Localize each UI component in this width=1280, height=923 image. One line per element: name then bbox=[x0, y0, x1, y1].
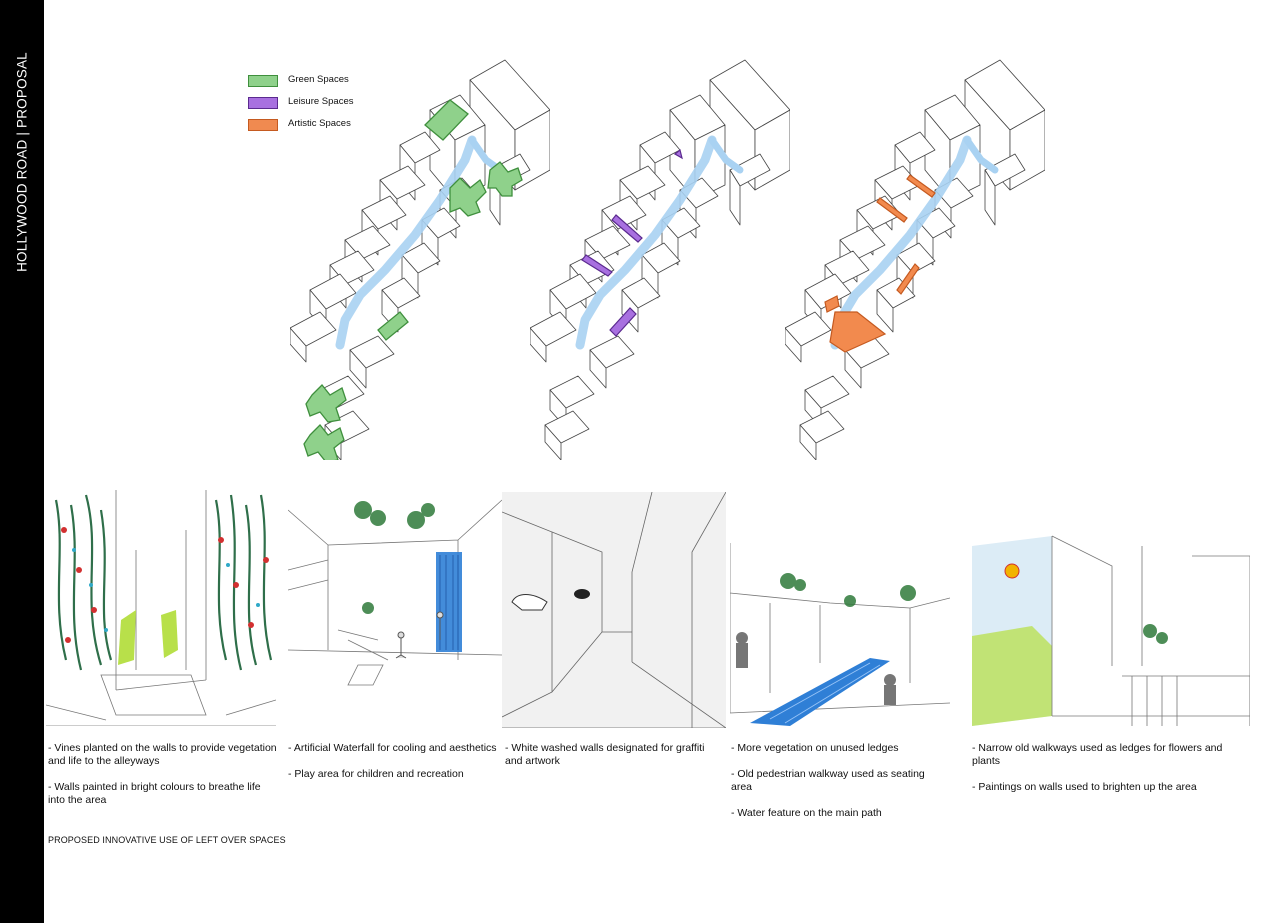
legend-swatch-artistic bbox=[248, 119, 278, 131]
diagram-leisure-svg bbox=[529, 59, 791, 461]
caption-vines-line-1: - Vines planted on the walls to provide … bbox=[48, 742, 277, 767]
legend-label-green: Green Spaces bbox=[288, 74, 349, 85]
caption-walkways-line-2: - Paintings on walls used to brighten up… bbox=[972, 781, 1197, 793]
axonometric-diagram-green bbox=[289, 50, 551, 463]
side-strip: HOLLYWOOD ROAD | PROPOSAL bbox=[0, 0, 44, 923]
sketch-graffiti-svg bbox=[502, 492, 726, 728]
legend-item-artistic: Artistic Spaces bbox=[248, 118, 388, 132]
diagram-green-svg bbox=[289, 59, 551, 463]
axonometric-diagram-leisure bbox=[529, 50, 791, 461]
sketch-waterfall-svg bbox=[288, 490, 502, 726]
footer-note: PROPOSED INNOVATIVE USE OF LEFT OVER SPA… bbox=[48, 835, 286, 845]
caption-vines: - Vines planted on the walls to provide … bbox=[48, 742, 278, 820]
caption-graffiti-line-1: - White washed walls designated for graf… bbox=[505, 742, 705, 767]
legend-swatch-green bbox=[248, 75, 278, 87]
sketch-vines bbox=[46, 490, 276, 726]
diagram-artistic-svg bbox=[784, 59, 1046, 461]
side-title: HOLLYWOOD ROAD | PROPOSAL bbox=[14, 52, 30, 272]
sketch-walkways-svg bbox=[972, 526, 1250, 726]
caption-vines-line-2: - Walls painted in bright colours to bre… bbox=[48, 781, 261, 806]
caption-graffiti: - White washed walls designated for graf… bbox=[505, 742, 720, 781]
sketch-water-feature bbox=[730, 543, 950, 726]
caption-waterfall: - Artificial Waterfall for cooling and a… bbox=[288, 742, 518, 794]
legend-item-green: Green Spaces bbox=[248, 74, 388, 88]
caption-walkways-line-1: - Narrow old walkways used as ledges for… bbox=[972, 742, 1223, 767]
legend-item-leisure: Leisure Spaces bbox=[248, 96, 388, 110]
caption-water-line-1: - More vegetation on unused ledges bbox=[731, 742, 899, 754]
legend-label-leisure: Leisure Spaces bbox=[288, 96, 354, 107]
caption-water-line-3: - Water feature on the main path bbox=[731, 807, 882, 819]
axonometric-diagram-artistic bbox=[784, 50, 1046, 461]
caption-water-feature: - More vegetation on unused ledges - Old… bbox=[731, 742, 946, 833]
caption-waterfall-line-2: - Play area for children and recreation bbox=[288, 768, 464, 780]
caption-waterfall-line-1: - Artificial Waterfall for cooling and a… bbox=[288, 742, 497, 754]
sketch-walkways bbox=[972, 526, 1250, 726]
legend-swatch-leisure bbox=[248, 97, 278, 109]
legend-label-artistic: Artistic Spaces bbox=[288, 118, 351, 129]
sketch-graffiti-walls bbox=[502, 492, 726, 728]
caption-water-line-2: - Old pedestrian walkway used as seating… bbox=[731, 768, 925, 793]
caption-walkways: - Narrow old walkways used as ledges for… bbox=[972, 742, 1250, 807]
sketch-waterfall bbox=[288, 490, 502, 726]
sketch-vines-svg bbox=[46, 490, 276, 726]
sketch-water-svg bbox=[730, 543, 950, 726]
